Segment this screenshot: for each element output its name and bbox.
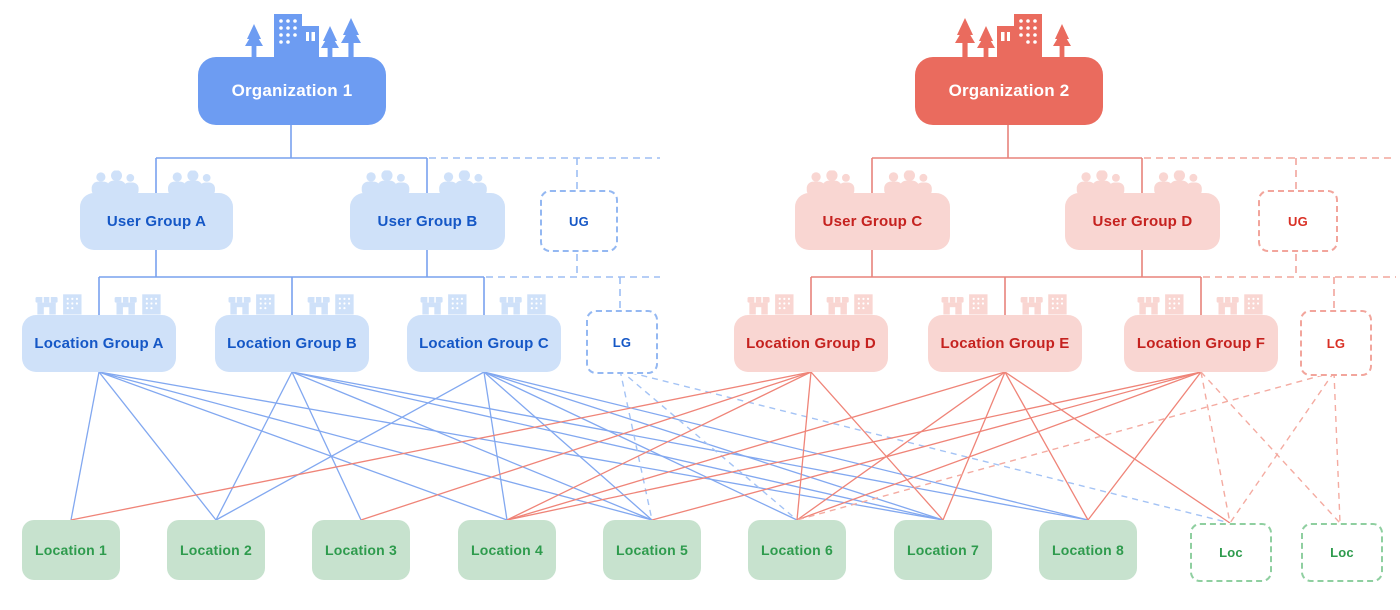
storefront-icon: [742, 292, 880, 315]
membership-edge: [1333, 371, 1341, 524]
location-group-f-node: Location Group F: [1124, 315, 1278, 372]
people-icon: [803, 170, 943, 195]
membership-edge: [215, 371, 485, 521]
membership-edge: [1229, 371, 1335, 524]
membership-edge: [619, 369, 653, 521]
membership-edge: [796, 371, 1006, 521]
people-icon: [1073, 170, 1213, 195]
user-group-placeholder-blue-node: UG: [540, 190, 618, 252]
membership-edge: [506, 371, 1006, 521]
location-group-a-node: Location Group A: [22, 315, 176, 372]
membership-edge: [506, 371, 812, 521]
membership-edge: [796, 371, 1202, 521]
membership-edge: [291, 371, 362, 521]
location-4-node: Location 4: [458, 520, 556, 580]
membership-edge: [1087, 371, 1202, 521]
storefront-icon: [1132, 292, 1270, 315]
org1-building-trees-icon: [224, 12, 364, 58]
membership-edge: [360, 371, 812, 521]
membership-edge: [215, 371, 293, 521]
location-1-node: Location 1: [22, 520, 120, 580]
membership-edge: [483, 371, 798, 521]
membership-edge: [796, 371, 812, 521]
people-icon: [88, 170, 226, 195]
org2-building-trees-icon: [952, 12, 1092, 58]
membership-edge: [98, 371, 653, 521]
storefront-icon: [223, 292, 361, 315]
user-group-b-node: User Group B: [350, 193, 505, 250]
location-group-d-node: Location Group D: [734, 315, 888, 372]
membership-edge: [1004, 371, 1089, 521]
membership-edge: [483, 371, 1089, 521]
location-8-node: Location 8: [1039, 520, 1137, 580]
location-3-node: Location 3: [312, 520, 410, 580]
membership-edge: [810, 371, 944, 521]
location-placeholder-2-node: Loc: [1301, 523, 1383, 582]
location-5-node: Location 5: [603, 520, 701, 580]
membership-edge: [291, 371, 1089, 521]
location-2-node: Location 2: [167, 520, 265, 580]
storefront-icon: [936, 292, 1074, 315]
storefront-icon: [30, 292, 168, 315]
user-group-c-node: User Group C: [795, 193, 950, 250]
location-group-placeholder-red-node: LG: [1300, 310, 1372, 376]
location-group-placeholder-blue-node: LG: [586, 310, 658, 374]
membership-edge: [1200, 371, 1231, 524]
membership-edge: [98, 371, 508, 521]
membership-edge: [483, 371, 508, 521]
membership-edge: [796, 371, 1335, 521]
user-group-a-node: User Group A: [80, 193, 233, 250]
membership-edge: [70, 371, 812, 521]
membership-edge: [291, 371, 944, 521]
membership-edge: [1200, 371, 1341, 524]
location-7-node: Location 7: [894, 520, 992, 580]
membership-edge: [70, 371, 100, 521]
membership-edge: [483, 371, 944, 521]
location-group-b-node: Location Group B: [215, 315, 369, 372]
membership-edge: [619, 369, 1231, 524]
membership-edge: [98, 371, 944, 521]
location-group-c-node: Location Group C: [407, 315, 561, 372]
organization-1-node: Organization 1: [198, 57, 386, 125]
membership-edge: [291, 371, 653, 521]
membership-edge: [619, 369, 798, 521]
location-6-node: Location 6: [748, 520, 846, 580]
location-group-e-node: Location Group E: [928, 315, 1082, 372]
membership-edge: [506, 371, 1202, 521]
membership-edge: [942, 371, 1006, 521]
location-placeholder-1-node: Loc: [1190, 523, 1272, 582]
membership-edge: [98, 371, 217, 521]
user-group-d-node: User Group D: [1065, 193, 1220, 250]
user-group-placeholder-red-node: UG: [1258, 190, 1338, 252]
people-icon: [358, 170, 498, 195]
membership-edge: [1004, 371, 1231, 524]
membership-edge: [651, 371, 1202, 521]
storefront-icon: [415, 292, 553, 315]
organization-2-node: Organization 2: [915, 57, 1103, 125]
